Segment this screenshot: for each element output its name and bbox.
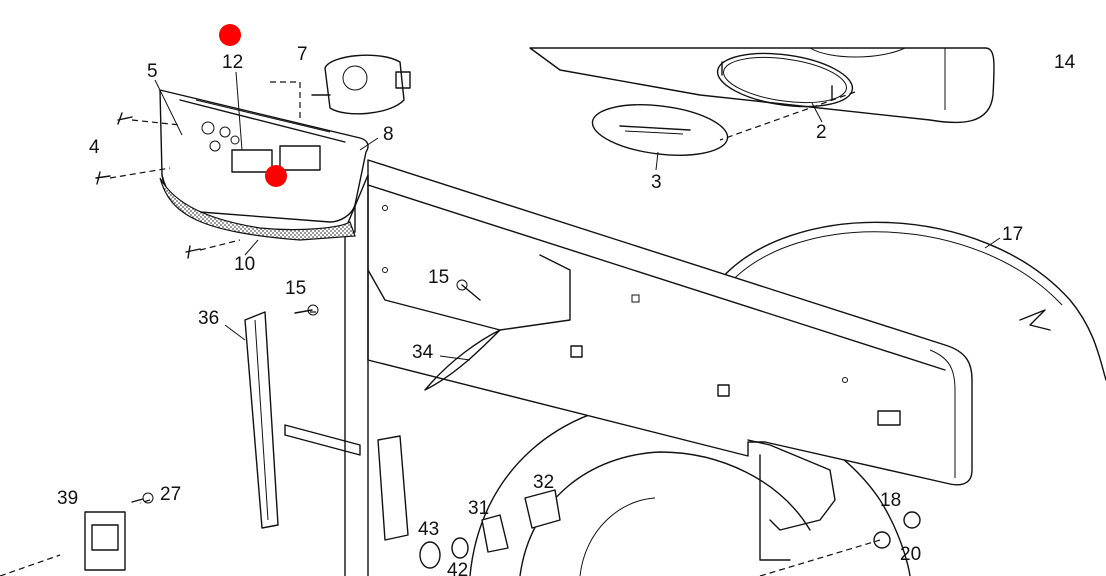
timer-motor [311,54,411,115]
side-plate [284,174,369,576]
tub-ring [719,221,1106,381]
control-housing [159,89,369,241]
label-43: 43 [418,519,439,540]
label-5: 5 [147,61,158,82]
knob-42 [451,537,469,559]
label-4: 4 [89,137,100,158]
screw-4b [95,171,111,185]
label-leaders [154,71,1001,361]
label-3: 3 [651,172,662,193]
switch-32 [524,489,561,529]
part-labels: 14 2 3 7 12 5 8 4 10 17 15 15 36 34 39 2… [57,44,1076,576]
hinge-39 [84,511,126,571]
nut-18 [903,511,921,529]
label-7: 7 [297,44,308,65]
washer-20 [873,531,891,549]
screw-15a [294,304,319,316]
label-15-upper: 15 [428,267,449,288]
label-31: 31 [468,498,489,519]
door-opening-gasket [716,52,854,108]
label-20: 20 [900,544,921,565]
screw-27 [131,492,154,504]
label-8: 8 [383,124,394,145]
label-39: 39 [57,488,78,509]
bracket-36 [244,311,279,529]
bracket-center [377,435,409,541]
screw-15b [456,279,481,301]
label-12: 12 [222,52,243,73]
label-10: 10 [234,254,255,275]
red-marker-top [219,24,241,46]
assembly-lines [0,81,881,576]
label-34: 34 [412,342,434,363]
clip-34 [424,329,501,391]
label-32: 32 [533,472,554,493]
label-2: 2 [816,122,827,143]
screw-10 [185,245,201,259]
screw-4a [117,112,133,125]
label-27: 27 [160,484,181,505]
label-36: 36 [198,308,219,329]
switch-31 [481,514,509,553]
console-panel [367,159,973,561]
label-17: 17 [1002,224,1023,245]
top-cover [529,47,995,124]
red-marker-housing [265,165,287,187]
knob-43 [419,541,441,569]
label-42: 42 [447,560,468,576]
lid-panel [591,104,729,156]
label-14: 14 [1054,52,1076,73]
label-15-lower: 15 [285,278,306,299]
label-18: 18 [880,490,901,511]
